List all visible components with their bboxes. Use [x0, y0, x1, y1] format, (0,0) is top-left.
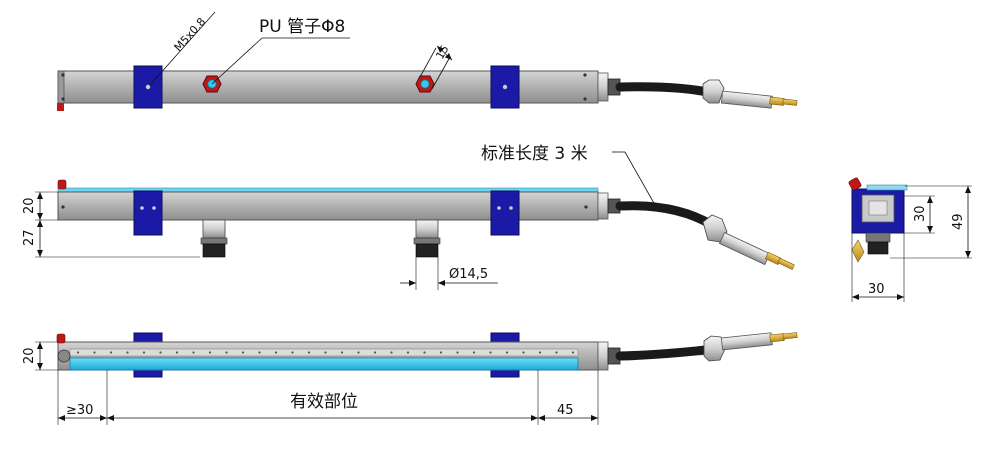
electrode-dot [472, 351, 476, 354]
front-bracket-left [133, 190, 163, 236]
side-view: 30 49 30 [848, 177, 972, 302]
electrode-dot [423, 351, 426, 354]
electrode-dot [357, 351, 360, 354]
bottom-view: 20 ≥30 有效部位 45 [22, 332, 798, 425]
electrode-dot [390, 351, 393, 354]
electrode-dot [109, 351, 113, 354]
right-margin-label: 45 [557, 403, 574, 418]
electrode-dot [192, 351, 195, 354]
thread-label: M5x0.8 [172, 15, 209, 54]
front-hose [615, 201, 717, 230]
electrode-dot [406, 351, 410, 354]
electrode-dot [522, 351, 525, 354]
front-bracket-right [490, 190, 520, 236]
nozzle-diameter-label: Ø14,5 [449, 267, 488, 282]
front-red-knob [57, 179, 67, 190]
electrode-dot [340, 351, 344, 354]
side-nozzle [851, 239, 865, 263]
hex-size-label: 15 [433, 43, 451, 62]
electrode-dot [456, 351, 459, 354]
electrode-dot [274, 351, 278, 354]
side-red-knob [848, 177, 862, 191]
side-dim-30-vertical: 30 [913, 205, 928, 222]
electrode-dot [291, 351, 294, 354]
electrode-dot [324, 351, 327, 354]
bottom-red-knob [56, 333, 66, 344]
top-view: M5x0.8 PU 管子Φ8 15 [57, 11, 798, 111]
electrode-dot [489, 351, 492, 354]
top-bracket-left [133, 65, 163, 109]
top-hose [615, 82, 717, 98]
electrode-dot [571, 351, 575, 354]
effective-cyan-strip [69, 357, 579, 371]
side-dim-49: 49 [951, 213, 966, 230]
standard-length-label: 标准长度 3 米 [481, 144, 588, 164]
electrode-dot [225, 351, 228, 354]
electrode-dot [439, 351, 443, 354]
electrode-dot [126, 351, 129, 354]
electrode-dot [175, 351, 179, 354]
effective-part-label: 有效部位 [290, 392, 358, 412]
front-fitting-2 [413, 219, 441, 258]
electrode-dot [241, 351, 245, 354]
hex-nut-2 [415, 75, 435, 93]
pu-tube-label: PU 管子Φ8 [259, 17, 345, 37]
electrode-dot [208, 351, 212, 354]
bottom-hose [615, 345, 711, 361]
electrode-dot [142, 351, 146, 354]
electrode-dot [505, 351, 509, 354]
front-dim-20: 20 [22, 197, 37, 214]
bottom-electrode-dots [76, 351, 575, 354]
electrode-dot [76, 351, 80, 354]
electrode-dot [555, 351, 558, 354]
bottom-dim-20: 20 [22, 347, 37, 364]
left-margin-label: ≥30 [66, 403, 93, 418]
electrode-dot [159, 351, 162, 354]
front-dim-27: 27 [22, 229, 37, 246]
side-dim-30-horizontal: 30 [868, 282, 885, 297]
top-red-knob [57, 103, 64, 111]
electrode-dot [93, 351, 96, 354]
electrode-dot [258, 351, 261, 354]
front-fitting-1 [200, 219, 228, 258]
front-view: 标准长度 3 米 20 27 Ø14,5 [22, 144, 795, 290]
electrode-dot [307, 351, 311, 354]
electrode-dot [373, 351, 377, 354]
electrode-dot [538, 351, 542, 354]
